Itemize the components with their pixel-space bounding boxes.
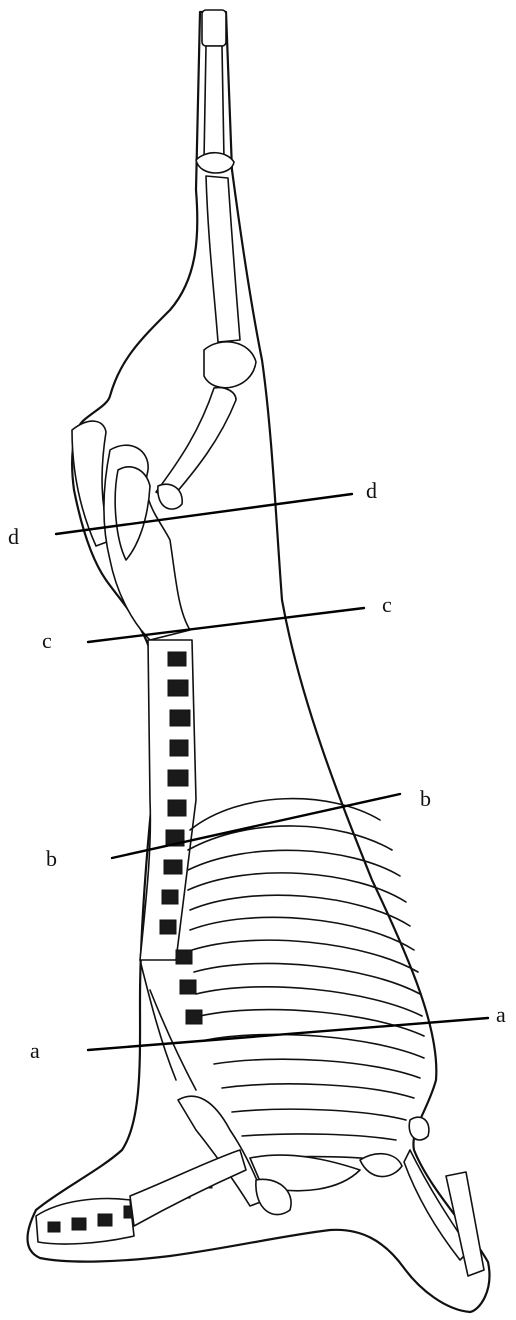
cut-line-a-stroke (88, 1018, 488, 1050)
cut-line-b-right-label: b (420, 786, 431, 811)
cut-line-c-left-label: c (42, 628, 52, 653)
cut-line-b: b b (46, 786, 431, 871)
cut-line-a-left-label: a (30, 1038, 40, 1063)
cut-line-b-left-label: b (46, 846, 57, 871)
cut-line-a-right-label: a (496, 1002, 506, 1027)
hind-leg-bones (156, 10, 256, 509)
neck-vertebrae (36, 1150, 246, 1244)
cut-line-d: d d (8, 478, 377, 549)
cut-line-c-right-label: c (382, 592, 392, 617)
shoulder-and-neck-bones (178, 1096, 484, 1276)
cut-line-d-right-label: d (366, 478, 377, 503)
cut-line-c: c c (42, 592, 392, 653)
cut-line-d-left-label: d (8, 524, 19, 549)
